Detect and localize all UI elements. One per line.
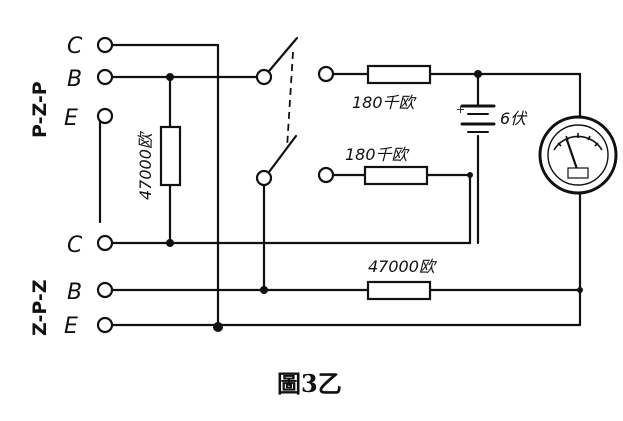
terminal-c2-label: C (67, 233, 83, 258)
resistor-47k-bottom-label: 47000欧 (368, 257, 438, 276)
terminal-e2-label: E (64, 314, 78, 339)
battery-label: 6伏 (500, 109, 528, 128)
resistor-47k-vertical-label: 47000欧 (136, 130, 155, 200)
svg-text:+: + (456, 103, 465, 116)
battery-symbol: + (456, 103, 496, 133)
terminal-c1-label: C (67, 34, 83, 59)
npn-label: Z-P-Z (29, 279, 51, 336)
terminals (96, 36, 335, 334)
figure-caption: 圖3乙 (277, 369, 342, 398)
pnp-label: P-Z-P (29, 81, 51, 138)
double-pole-switch (262, 36, 299, 174)
resistor-180k-mid-label: 180千欧 (345, 145, 411, 164)
terminal-e1-label: E (64, 106, 78, 131)
resistor-180k-top-label: 180千欧 (352, 93, 418, 112)
resistor-180k-top (366, 64, 432, 85)
meter-icon (538, 115, 618, 195)
resistor-180k-mid (363, 165, 429, 186)
resistor-47k-bottom (366, 280, 432, 301)
terminal-b1-label: B (67, 67, 82, 92)
junction-dots (166, 70, 583, 332)
wires (98, 43, 582, 329)
terminal-b2-label: B (67, 280, 82, 305)
resistor-47k-vertical (159, 125, 182, 187)
